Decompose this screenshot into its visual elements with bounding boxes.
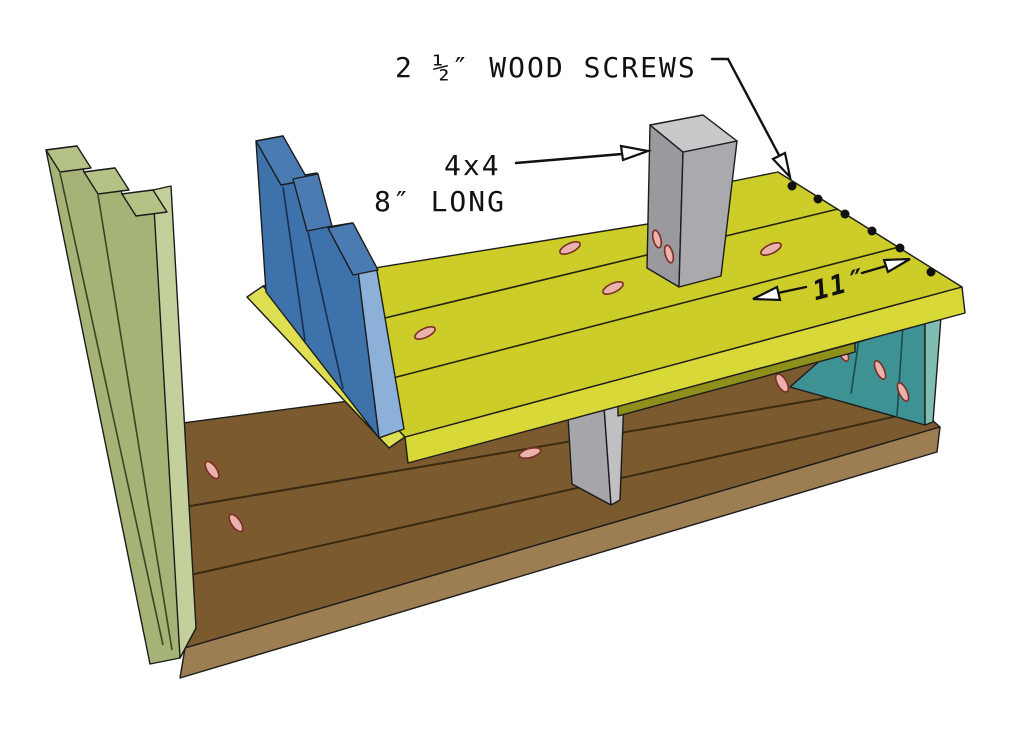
teal-board-seam xyxy=(896,324,904,417)
green-board-top-face xyxy=(83,167,130,195)
upper-4x4-post xyxy=(646,114,738,288)
teal-panel-end-face xyxy=(924,316,942,426)
annotations: 2 ½″ WOOD SCREWS 4x4 8″ LONG 11″ xyxy=(374,51,911,307)
pocket-hole xyxy=(518,447,542,459)
green-board-seam xyxy=(97,194,173,651)
green-board-top-face xyxy=(121,189,168,217)
screw-dots xyxy=(787,181,936,277)
green-board-seam xyxy=(59,172,164,646)
dimension-line-left xyxy=(776,285,808,295)
screw-dot xyxy=(840,209,850,219)
post-size-label: 4x4 xyxy=(444,149,501,182)
lower-4x4-post xyxy=(566,391,625,506)
wood-screws-label: 2 ½″ WOOD SCREWS xyxy=(395,51,697,84)
wood-screws-arrowhead xyxy=(771,151,792,181)
pocket-hole xyxy=(774,373,790,393)
platform-front-edge-band xyxy=(179,426,941,679)
blue-board-top-face xyxy=(292,173,333,232)
screw-dot xyxy=(867,226,877,236)
shelf-board-seam xyxy=(357,246,900,388)
upper-post-top-face xyxy=(649,114,738,153)
green-panel-edge-face xyxy=(152,185,197,659)
dimension-line-right xyxy=(860,264,888,275)
pocket-hole xyxy=(204,460,220,480)
green-board-top-face xyxy=(45,145,92,173)
pocket-hole xyxy=(760,242,782,256)
dimension-arrowhead-right xyxy=(882,257,911,274)
bottom-platform xyxy=(129,335,941,679)
screw-dot xyxy=(787,181,797,191)
pocket-hole xyxy=(602,281,624,295)
wood-screws-leader-line xyxy=(710,57,783,161)
pocket-hole xyxy=(414,326,436,340)
post-arrowhead xyxy=(619,144,653,162)
pocket-hole xyxy=(873,359,887,381)
post-leader-line xyxy=(514,152,624,165)
pocket-hole xyxy=(896,381,910,403)
platform-board-seam xyxy=(167,411,916,581)
pocket-hole xyxy=(559,241,581,255)
pocket-hole xyxy=(228,513,244,533)
screw-dot xyxy=(895,243,905,253)
screw-dot xyxy=(926,267,936,277)
back-panel xyxy=(255,135,405,439)
dimension-arrowhead-left xyxy=(752,285,782,302)
blue-board-seam xyxy=(282,186,306,342)
post-length-label: 8″ LONG xyxy=(374,185,506,218)
left-end-panel xyxy=(45,145,197,665)
shelf-board-seam xyxy=(309,208,839,337)
screw-dot xyxy=(813,194,823,204)
pocket-hole xyxy=(651,229,663,249)
pocket-hole xyxy=(663,244,675,264)
blue-board-seam xyxy=(307,231,344,390)
platform-board-seam xyxy=(154,387,886,513)
upper-post-left-face xyxy=(646,124,684,288)
blue-board-top-face xyxy=(327,222,379,276)
